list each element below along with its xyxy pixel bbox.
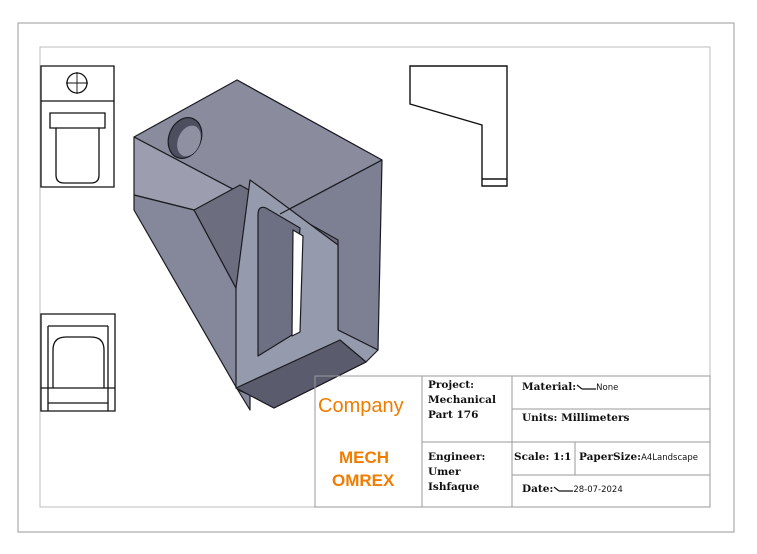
engineer-label: Engineer: xyxy=(428,451,486,463)
isometric-part xyxy=(133,79,383,411)
outer-border xyxy=(17,22,735,533)
paper-label: PaperSize: xyxy=(579,451,642,463)
top-view xyxy=(40,65,115,188)
side-view xyxy=(409,65,508,187)
title-block-grid xyxy=(314,375,711,508)
scale-text: Scale: 1:1 xyxy=(514,450,571,465)
date-label: Date: xyxy=(522,483,554,495)
material-label: Material: xyxy=(522,381,577,393)
material-value: None xyxy=(596,383,619,393)
front-view xyxy=(40,313,116,412)
paper-size-row: PaperSize:A4Landscape xyxy=(579,450,698,466)
units-label: Units: Millimeters xyxy=(522,412,630,424)
company-label: Company xyxy=(318,395,404,417)
date-row: Date: 28-07-2024 xyxy=(522,482,623,498)
project-block: Project: Mechanical Part 176 xyxy=(428,378,496,423)
scale-label: Scale: 1:1 xyxy=(514,451,572,463)
date-value: 28-07-2024 xyxy=(573,485,623,495)
leader-arrow-icon xyxy=(576,384,597,390)
part-leg-window-light xyxy=(291,229,304,337)
project-line-1: Mechanical xyxy=(428,394,496,406)
paper-value: A4Landscape xyxy=(641,453,698,463)
engineer-line-2: Ishfaque xyxy=(428,481,480,493)
leader-arrow-icon xyxy=(553,486,574,492)
brand-line-2: OMREX xyxy=(332,471,395,490)
material-row: Material: None xyxy=(522,380,618,396)
brand-line-1: MECH xyxy=(339,448,390,467)
engineer-block: Engineer: Umer Ishfaque xyxy=(428,450,485,495)
project-label: Project: xyxy=(428,379,475,391)
part-hole-inner xyxy=(177,125,201,157)
project-line-2: Part 176 xyxy=(428,409,479,421)
engineer-line-1: Umer xyxy=(428,466,461,478)
units-text: Units: Millimeters xyxy=(522,411,629,426)
part-bottom-face xyxy=(235,339,367,409)
part-top-edge xyxy=(279,159,383,215)
